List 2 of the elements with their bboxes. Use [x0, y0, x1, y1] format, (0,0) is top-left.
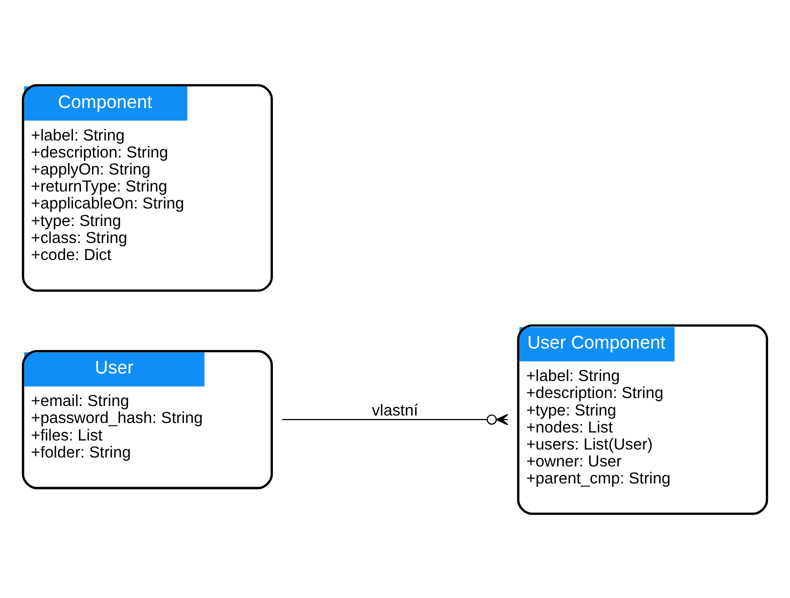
edge-label: vlastní: [372, 402, 418, 419]
connector: [282, 413, 508, 425]
